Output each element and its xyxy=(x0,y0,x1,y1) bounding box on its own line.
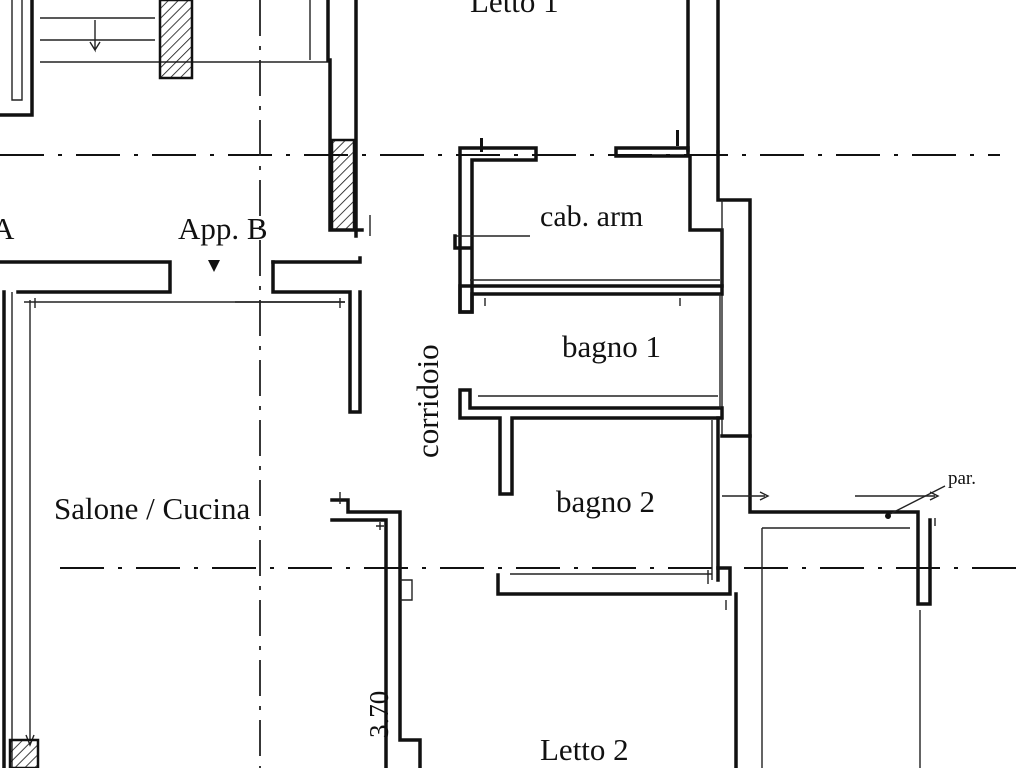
label-letto1: Letto 1 xyxy=(470,0,559,19)
hatched-wall xyxy=(330,138,356,232)
label-app-b: App. B xyxy=(178,211,268,246)
label-cab-arm: cab. arm xyxy=(540,200,643,233)
letto1-walls xyxy=(614,0,720,158)
stairwell xyxy=(0,0,330,117)
left-wall xyxy=(2,290,40,768)
dimension-3-70: 3.70 xyxy=(364,691,394,738)
label-bagno1: bagno 1 xyxy=(562,329,661,364)
salone-walls xyxy=(330,492,422,768)
bagno2-walls xyxy=(496,416,946,610)
right-lower-block xyxy=(734,527,921,768)
hatched-corner xyxy=(8,738,40,768)
hatched-pillar xyxy=(158,0,194,80)
label-par: par. xyxy=(948,468,976,489)
label-letto2: Letto 2 xyxy=(540,732,629,767)
bagno1-walls xyxy=(458,284,724,496)
label-corridoio: corridoio xyxy=(410,344,445,458)
label-bagno2: bagno 2 xyxy=(556,484,655,519)
cab-arm-walls xyxy=(453,138,752,438)
room-labels: Letto 1 cab. arm A App. B bagno 1 corrid… xyxy=(0,0,976,767)
label-salone-cucina: Salone / Cucina xyxy=(54,491,251,526)
entry-arrow-icon xyxy=(208,260,220,272)
central-walls xyxy=(0,0,371,414)
label-app-a: A xyxy=(0,211,15,246)
